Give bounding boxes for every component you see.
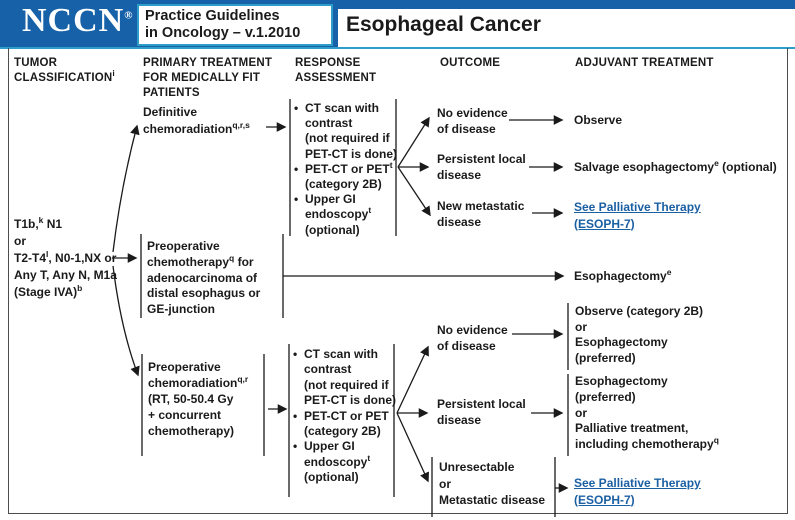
nccn-logo: NCCN®: [22, 2, 133, 40]
header-blue-strip: [0, 0, 795, 9]
page-title: Esophageal Cancer: [346, 13, 541, 36]
see-palliative-therapy-link-2[interactable]: See Palliative Therapy(ESOPH-7): [574, 476, 701, 507]
bullet-icon: •: [293, 347, 298, 361]
registered-mark: ®: [124, 9, 134, 22]
response-assessment-node-2: •CT scan with contrast (not required if …: [293, 347, 397, 485]
treatment-definitive-chemoradiation: Definitive chemoradiationq,r,s: [143, 105, 250, 136]
treatment-preoperative-chemoradiation: Preoperative chemoradiationq,r (RT, 50-5…: [148, 360, 249, 438]
adjuvant-observe: Observe: [574, 113, 623, 127]
nccn-logo-text: NCCN: [22, 2, 125, 39]
see-palliative-therapy-link-1[interactable]: See Palliative Therapy(ESOPH-7): [574, 200, 701, 231]
treatment-preoperative-chemotherapy: Preoperative chemotherapyq for adenocarc…: [147, 239, 261, 317]
bullet-icon: •: [294, 101, 299, 115]
tumor-classification-node: T1b,k N1 or T2-T4l, N0-1,NX or Any T, An…: [14, 215, 117, 299]
bullet-icon: •: [294, 161, 299, 176]
bullet-icon: •: [294, 192, 299, 207]
header-separator: [0, 47, 795, 49]
column-header-tumor-classification: TUMOR CLASSIFICATIONi: [14, 57, 115, 84]
adjuvant-esophagectomy-or-palliative: Esophagectomy(preferred)or Palliative tr…: [575, 374, 719, 452]
response-assessment-node-1: •CT scan with contrast (not required if …: [294, 101, 398, 237]
column-header-adjuvant-treatment: ADJUVANT TREATMENT: [575, 57, 714, 69]
column-header-outcome: OUTCOME: [440, 57, 501, 69]
adjuvant-salvage-esophagectomy: Salvage esophagectomye (optional): [574, 158, 777, 174]
bullet-icon: •: [293, 408, 298, 423]
adjuvant-esophagectomy: Esophagectomye: [574, 267, 672, 283]
guidelines-version-box: Practice Guidelines in Oncology – v.1.20…: [137, 4, 333, 46]
column-header-primary-treatment: PRIMARY TREATMENT FOR MEDICALLY FIT PATI…: [143, 57, 273, 99]
bullet-icon: •: [293, 439, 298, 454]
guidelines-line1: Practice Guidelines: [145, 8, 280, 24]
content-frame: [8, 48, 788, 514]
guidelines-line2: in Oncology – v.1.2010: [145, 25, 301, 41]
column-header-response-assessment: RESPONSE ASSESSMENT: [295, 57, 377, 84]
